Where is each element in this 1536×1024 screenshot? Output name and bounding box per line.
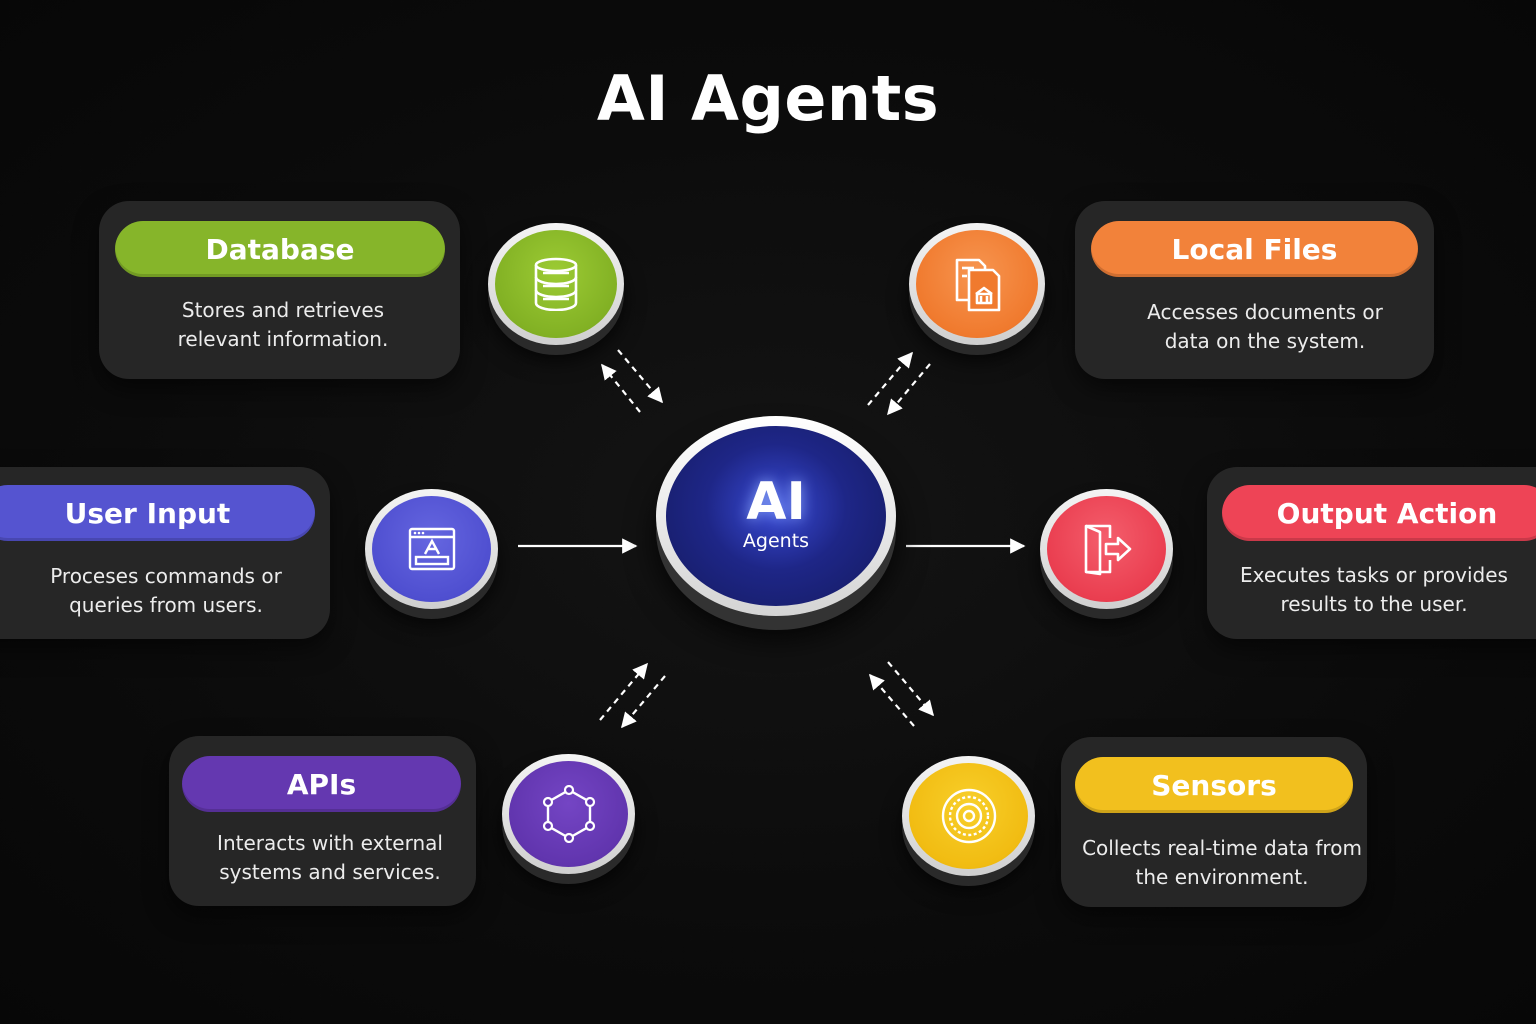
hexagon-network-icon	[542, 785, 595, 843]
database-icon	[534, 257, 578, 311]
exit-door-icon	[1084, 524, 1131, 576]
database-desc-line1: Stores and retrieves	[181, 298, 385, 322]
output-action-node	[1040, 489, 1173, 609]
user-input-description: Proceses commands or queries from users.	[0, 562, 332, 620]
sensors-desc-line2: the environment.	[1135, 865, 1309, 889]
local-files-description: Accesses documents or data on the system…	[1080, 298, 1450, 356]
sensors-node	[902, 756, 1035, 876]
user-input-desc-line1: Proceses commands or	[50, 564, 282, 588]
output-action-desc-line1: Executes tasks or provides	[1240, 563, 1508, 587]
apis-desc-line2: systems and services.	[219, 860, 441, 884]
ai-agents-hub: AI Agents	[656, 416, 896, 616]
local-files-label: Local Files	[1091, 221, 1418, 277]
sensor-icon	[941, 788, 996, 844]
apis-description: Interacts with external systems and serv…	[172, 829, 488, 887]
database-node	[488, 223, 624, 345]
hub-face: AI Agents	[666, 426, 886, 606]
database-description: Stores and retrieves relevant informatio…	[105, 296, 461, 354]
arrow-hub-to-local-files	[867, 351, 913, 406]
apis-desc-line1: Interacts with external	[217, 831, 443, 855]
arrow-hub-to-sensors	[887, 661, 934, 717]
hub-subtitle: Agents	[742, 530, 810, 552]
input-window-icon	[408, 527, 455, 571]
user-input-label: User Input	[0, 485, 315, 541]
files-icon	[955, 258, 1001, 312]
database-desc-line2: relevant information.	[177, 327, 389, 351]
local-files-desc-line1: Accesses documents or	[1147, 300, 1383, 324]
sensors-description: Collects real-time data from the environ…	[1064, 834, 1380, 892]
hub-title: AI	[746, 472, 806, 532]
arrow-sensors-to-hub	[868, 673, 915, 727]
arrow-hub-to-database	[601, 363, 641, 413]
sensors-desc-line1: Collects real-time data from	[1082, 836, 1362, 860]
diagram-title: AI Agents	[596, 62, 940, 135]
arrow-local-files-to-hub	[887, 363, 931, 416]
user-input-node	[365, 489, 498, 609]
arrow-apis-to-hub	[599, 662, 648, 721]
output-action-description: Executes tasks or provides results to th…	[1212, 561, 1536, 619]
apis-node	[502, 754, 635, 874]
database-label: Database	[115, 221, 445, 277]
arrow-database-to-hub	[617, 349, 663, 404]
apis-label: APIs	[182, 756, 461, 812]
user-input-desc-line2: queries from users.	[69, 593, 263, 617]
sensors-label: Sensors	[1075, 757, 1353, 813]
output-action-desc-line2: results to the user.	[1280, 592, 1468, 616]
local-files-node	[909, 223, 1045, 345]
local-files-desc-line2: data on the system.	[1164, 329, 1366, 353]
arrow-hub-to-apis	[621, 675, 666, 729]
output-action-label: Output Action	[1222, 485, 1536, 541]
